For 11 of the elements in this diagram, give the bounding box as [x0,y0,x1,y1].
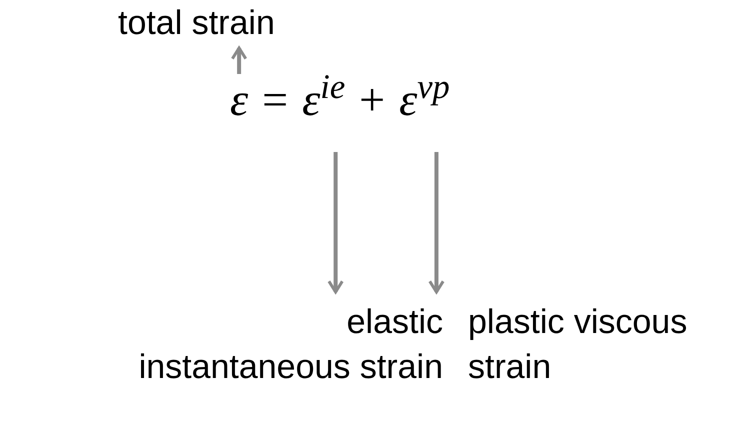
arrow [428,152,445,294]
operator-symbol: = [261,73,290,127]
label-text: ε [228,70,250,130]
label-text: plastic viscous strain [468,300,706,390]
arrow [230,46,248,74]
arrow [327,152,344,294]
operator-symbol: + [358,73,386,127]
label-text: ε$^{ie}$ [300,70,348,130]
label-text: elastic instantaneous strain [134,300,443,390]
label-text: total strain [118,2,275,44]
label-text: ε$^{vp}$ [397,70,452,130]
